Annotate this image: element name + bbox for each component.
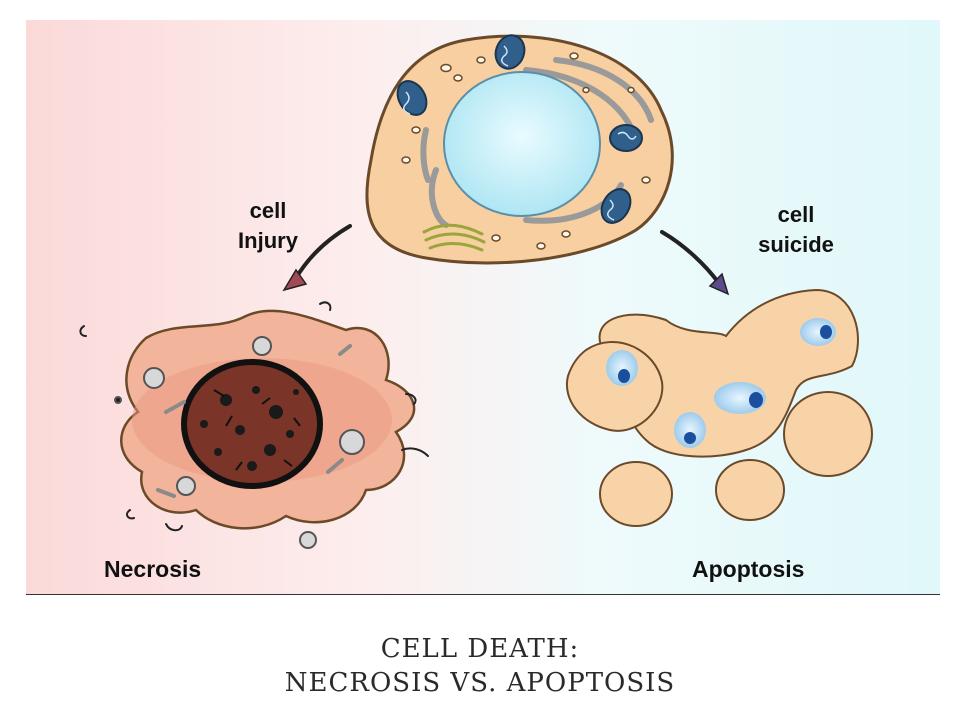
chromatin-fragments: [200, 386, 299, 471]
apoptotic-body-right: [783, 391, 873, 477]
apoptotic-body-bottom-left: [599, 461, 673, 527]
vesicles: [401, 52, 651, 250]
swollen-organelles: [114, 336, 365, 549]
diagram-svg: [79, 34, 873, 549]
apoptosis-label: Apoptosis: [692, 556, 805, 582]
apoptotic-cell: [565, 288, 873, 527]
cell-suicide-label: cell suicide: [736, 200, 856, 260]
nuclear-fragments: [606, 318, 836, 448]
figure-caption: CELL DEATH: NECROSIS VS. APOPTOSIS: [0, 632, 960, 700]
cell-death-figure: cell Injury cell suicide Necrosis Apopto…: [26, 20, 940, 594]
cell-injury-label: cell Injury: [208, 196, 328, 256]
cell-suicide-label-line1: cell: [777, 202, 815, 227]
caption-line-2: NECROSIS VS. APOPTOSIS: [284, 668, 676, 698]
apoptotic-main-body: [598, 288, 859, 458]
cell-debris: [79, 301, 429, 532]
healthy-nucleus: [443, 71, 601, 217]
caption-divider: [26, 594, 940, 595]
cell-injury-label-line2: Injury: [238, 228, 298, 253]
necrosis-label: Necrosis: [104, 556, 202, 582]
apoptotic-body-bottom-right: [715, 459, 785, 521]
cell-injury-label-line1: cell: [249, 198, 287, 223]
arrow-to-necrosis: [282, 224, 352, 292]
golgi-apparatus: [422, 223, 486, 252]
mitochondria: [396, 34, 643, 224]
cell-suicide-label-line2: suicide: [758, 232, 834, 257]
caption-line-1: CELL DEATH:: [380, 634, 580, 664]
arrow-to-apoptosis: [660, 230, 730, 296]
necrotic-cell: [79, 301, 429, 549]
healthy-cell: [365, 34, 674, 265]
apoptotic-left-body: [565, 340, 664, 432]
